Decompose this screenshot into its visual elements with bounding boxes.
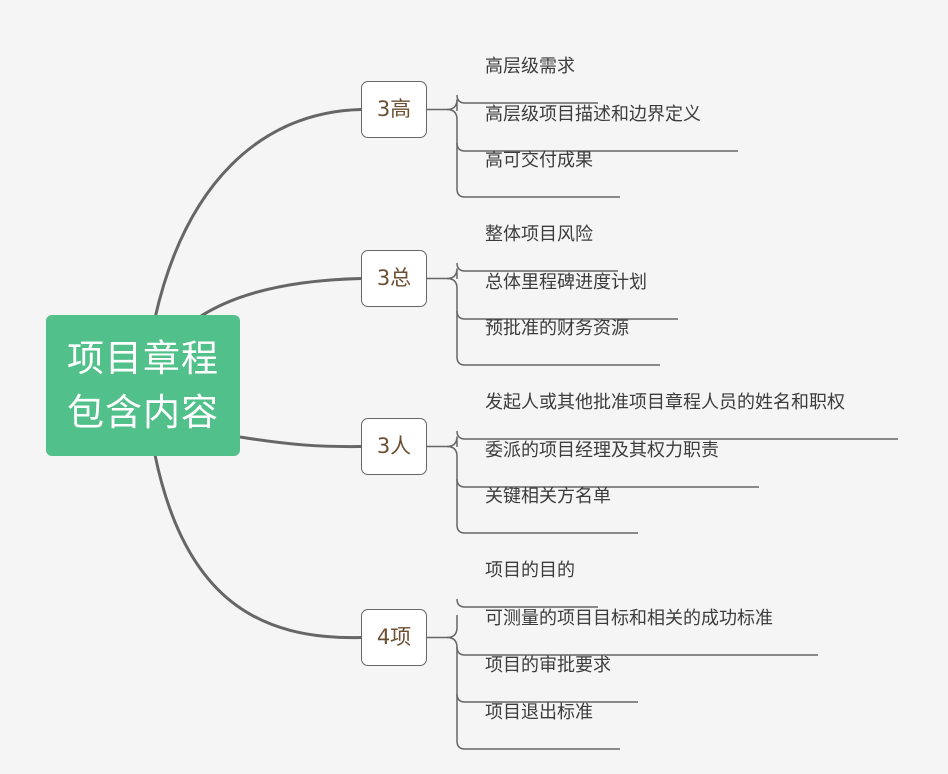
leaf-node[interactable]: 项目的审批要求 [485, 655, 611, 676]
branch-node[interactable]: 4项 [361, 609, 427, 666]
root-to-branch-connector [153, 108, 362, 319]
leaf-node[interactable]: 委派的项目经理及其权力职责 [485, 440, 719, 461]
leaf-underline [456, 430, 898, 440]
root-to-branch-connector [153, 454, 362, 640]
root-to-branch-connector [197, 277, 362, 320]
leaf-spine-down [446, 636, 458, 741]
root-title-line-1: 项目章程 [67, 336, 219, 380]
leaf-spine-up [446, 436, 458, 448]
leaf-spine-up [446, 268, 458, 280]
leaf-node[interactable]: 关键相关方名单 [485, 486, 611, 507]
branch-node[interactable]: 3总 [361, 250, 427, 307]
leaf-node[interactable]: 发起人或其他批准项目章程人员的姓名和职权 [485, 392, 845, 413]
leaf-underline [456, 188, 620, 198]
leaf-node[interactable]: 整体项目风险 [485, 224, 593, 245]
leaf-underline [456, 94, 598, 104]
root-node[interactable]: 项目章程 包含内容 [46, 315, 240, 456]
leaf-spine-up [446, 615, 458, 639]
leaf-node[interactable]: 可测量的项目目标和相关的成功标准 [485, 608, 773, 629]
leaf-underline [456, 356, 660, 366]
leaf-node[interactable]: 高可交付成果 [485, 150, 593, 171]
leaf-underline [456, 262, 618, 272]
leaf-node[interactable]: 高层级项目描述和边界定义 [485, 104, 701, 125]
leaf-underline [456, 478, 759, 488]
leaf-node[interactable]: 项目退出标准 [485, 702, 593, 723]
leaf-spine-down [446, 445, 458, 525]
leaf-underline [456, 310, 678, 320]
root-title-line-2: 包含内容 [67, 390, 219, 434]
leaf-underline [456, 524, 638, 534]
leaf-node[interactable]: 预批准的财务资源 [485, 318, 629, 339]
leaf-underline [456, 693, 638, 703]
leaf-underline [456, 598, 598, 608]
leaf-node[interactable]: 高层级需求 [485, 56, 575, 77]
leaf-spine-down [446, 277, 458, 357]
leaf-underline [456, 142, 738, 152]
leaf-node[interactable]: 总体里程碑进度计划 [485, 272, 647, 293]
root-to-branch-connector [239, 435, 362, 449]
leaf-underline [456, 740, 620, 750]
branch-node[interactable]: 3人 [361, 418, 427, 475]
leaf-node[interactable]: 项目的目的 [485, 560, 575, 581]
leaf-underline [456, 646, 818, 656]
leaf-spine-down [446, 108, 458, 189]
branch-node[interactable]: 3高 [361, 81, 427, 138]
